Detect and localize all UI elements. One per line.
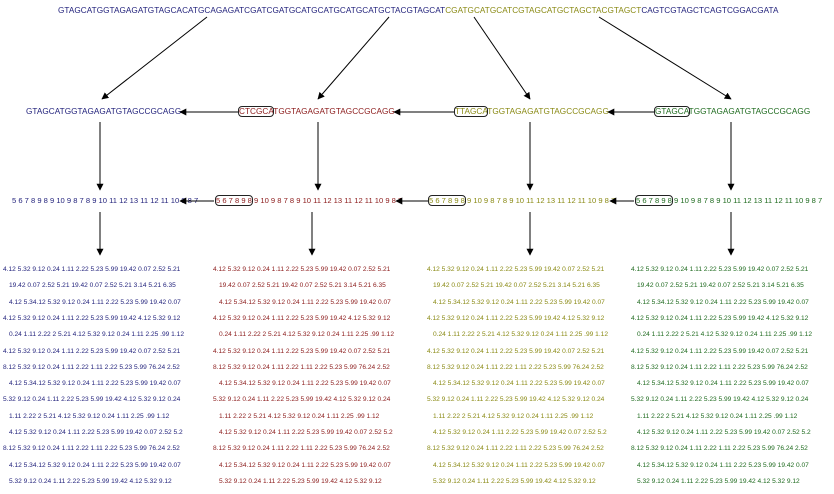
value-row: 1.11 2.22 2 5.21 4.12 5.32 9.12 0.24 1.1…: [637, 412, 798, 420]
value-row: 5.32 9.12 0.24 1.11 2.22 5.23 5.99 19.42…: [427, 396, 605, 404]
value-row: 19.42 0.07 2.52 5.21 19.42 0.07 2.52 5.2…: [433, 282, 600, 290]
value-row: 4.12 5.34.12 5.32 9.12 0.24 1.11 2.22 5.…: [637, 298, 809, 306]
read-4: GTAGCATGGTAGAGATGTAGCCGCAGG: [654, 106, 811, 117]
value-row: 5.32 9.12 0.24 1.11 2.22 5.23 5.99 19.42…: [433, 477, 596, 485]
read-1: GTAGCATGGTAGAGATGTAGCCGCAGG: [26, 107, 181, 117]
value-row: 8.12 5.32 9.12 0.24 1.11 2.22 1.11 2.22 …: [213, 445, 390, 453]
value-row: 4.12 5.34.12 5.32 9.12 0.24 1.11 2.22 5.…: [219, 298, 391, 306]
value-row: 5.32 9.12 0.24 1.11 2.22 5.23 5.99 19.42…: [213, 396, 391, 404]
value-row: 19.42 0.07 2.52 5.21 19.42 0.07 2.52 5.2…: [219, 282, 386, 290]
reference-sequence-part-3: CAGTCGTAGCTCAGTCGGACGATA: [641, 6, 779, 15]
value-row: 4.12 5.32 9.12 0.24 1.11 2.22 5.23 5.99 …: [3, 266, 181, 273]
read-2: CTCGCATGGTAGAGATGTAGCCGCAGG: [237, 106, 395, 117]
value-row: 8.12 5.32 9.12 0.24 1.11 2.22 1.11 2.22 …: [3, 363, 180, 371]
numbers-2-boxed-prefix: 5 6 7 8 9 8: [215, 195, 253, 206]
value-row: 4.12 5.34.12 5.32 9.12 0.24 1.11 2.22 5.…: [9, 380, 181, 388]
value-row: 5.32 9.12 0.24 1.11 2.22 5.23 5.99 19.42…: [631, 396, 809, 404]
numbers-4: 5 6 7 8 9 8 9 10 9 8 7 8 9 10 11 12 13 1…: [635, 195, 823, 206]
read-4-boxed-prefix: GTAGCA: [654, 106, 690, 117]
read-4-sequence: TGGTAGAGATGTAGCCGCAGG: [688, 107, 811, 116]
arrow-ref-to-read-2: [317, 16, 390, 100]
arrow-ref-to-read-4: [598, 16, 732, 100]
numbers-1: 5 6 7 8 9 8 9 10 9 8 7 8 9 10 11 12 13 1…: [12, 196, 198, 206]
value-row: 8.12 5.32 9.12 0.24 1.11 2.22 1.11 2.22 …: [213, 363, 390, 371]
value-row: 4.12 5.32 9.12 0.24 1.11 2.22 5.23 5.99 …: [427, 314, 605, 322]
value-row: 4.12 5.32 9.12 0.24 1.11 2.22 5.23 5.99 …: [9, 429, 183, 436]
value-row: 4.12 5.32 9.12 0.24 1.11 2.22 5.23 5.99 …: [213, 314, 391, 322]
read-3-boxed-prefix: TTAGCA: [453, 106, 489, 117]
numbers-3: 5 6 7 8 9 8 9 10 9 8 7 8 9 10 11 12 13 1…: [428, 195, 616, 206]
reference-sequence-part-1: GTAGCATGGTAGAGATGTAGCACATGCAGAGATCGATCGA…: [58, 6, 446, 15]
value-row: 1.11 2.22 2 5.21 4.12 5.32 9.12 0.24 1.1…: [9, 412, 170, 420]
value-row: 19.42 0.07 2.52 5.21 19.42 0.07 2.52 5.2…: [9, 282, 176, 290]
value-row: 8.12 5.32 9.12 0.24 1.11 2.22 1.11 2.22 …: [427, 445, 604, 453]
arrow-ref-to-read-1: [101, 16, 208, 100]
numbers-4-values: 9 10 9 8 7 8 9 10 11 12 13 11 12 11 10 9…: [674, 196, 823, 205]
value-row: 4.12 5.34.12 5.32 9.12 0.24 1.11 2.22 5.…: [433, 380, 605, 388]
value-row: 5.32 9.12 0.24 1.11 2.22 5.23 5.99 19.42…: [9, 477, 172, 485]
numbers-3-values: 9 10 9 8 7 8 9 10 11 12 13 11 12 11 10 9…: [467, 196, 616, 205]
value-row: 8.12 5.32 9.12 0.24 1.11 2.22 1.11 2.22 …: [427, 363, 604, 371]
value-row: 4.12 5.34.12 5.32 9.12 0.24 1.11 2.22 5.…: [9, 461, 181, 469]
numbers-1-values: 5 6 7 8 9 8 9 10 9 8 7 8 9 10 11 12 13 1…: [12, 196, 199, 205]
value-row: 19.42 0.07 2.52 5.21 19.42 0.07 2.52 5.2…: [637, 282, 804, 290]
value-row: 4.12 5.32 9.12 0.24 1.11 2.22 5.23 5.99 …: [3, 347, 181, 355]
reference-sequence: GTAGCATGGTAGAGATGTAGCACATGCAGAGATCGATCGA…: [58, 6, 779, 16]
value-row: 8.12 5.32 9.12 0.24 1.11 2.22 1.11 2.22 …: [631, 363, 808, 371]
value-row: 4.12 5.32 9.12 0.24 1.11 2.22 5.23 5.99 …: [3, 314, 181, 322]
value-row: 4.12 5.34.12 5.32 9.12 0.24 1.11 2.22 5.…: [219, 380, 391, 388]
value-row: 8.12 5.32 9.12 0.24 1.11 2.22 1.11 2.22 …: [631, 445, 808, 453]
value-row: 4.12 5.34.12 5.32 9.12 0.24 1.11 2.22 5.…: [637, 461, 809, 469]
read-1-sequence: GTAGCATGGTAGAGATGTAGCCGCAGG: [26, 107, 182, 116]
numbers-2-values: 9 10 9 8 7 8 9 10 11 12 13 11 12 11 10 9…: [254, 196, 403, 205]
value-row: 4.12 5.32 9.12 0.24 1.11 2.22 5.23 5.99 …: [213, 347, 391, 355]
read-3-sequence: TGGTAGAGATGTAGCCGCAGG: [487, 107, 609, 116]
value-row: 1.11 2.22 2 5.21 4.12 5.32 9.12 0.24 1.1…: [433, 412, 594, 420]
value-row: 4.12 5.32 9.12 0.24 1.11 2.22 5.23 5.99 …: [631, 314, 809, 322]
value-row: 4.12 5.34.12 5.32 9.12 0.24 1.11 2.22 5.…: [9, 298, 181, 306]
value-row: 4.12 5.32 9.12 0.24 1.11 2.22 5.23 5.99 …: [637, 429, 811, 436]
value-row: 4.12 5.34.12 5.32 9.12 0.24 1.11 2.22 5.…: [433, 461, 605, 469]
value-row: 5.32 9.12 0.24 1.11 2.22 5.23 5.99 19.42…: [637, 477, 800, 485]
value-row: 4.12 5.32 9.12 0.24 1.11 2.22 5.23 5.99 …: [213, 266, 391, 273]
value-row: 4.12 5.32 9.12 0.24 1.11 2.22 5.23 5.99 …: [433, 429, 607, 436]
numbers-2: 5 6 7 8 9 8 9 10 9 8 7 8 9 10 11 12 13 1…: [215, 195, 403, 206]
value-row: 1.11 2.22 2 5.21 4.12 5.32 9.12 0.24 1.1…: [219, 412, 380, 420]
value-row: 4.12 5.34.12 5.32 9.12 0.24 1.11 2.22 5.…: [637, 380, 809, 388]
value-row: 4.12 5.32 9.12 0.24 1.11 2.22 5.23 5.99 …: [427, 347, 605, 355]
reference-sequence-part-2: CGATGCATGCATCGTAGCATGCTAGCTACGTAGCT: [445, 6, 642, 15]
value-row: 0.24 1.11 2.22 2 5.21 4.12 5.32 9.12 0.2…: [433, 331, 609, 339]
read-3: TTAGCATGGTAGAGATGTAGCCGCAGG: [453, 106, 609, 117]
value-row: 4.12 5.34.12 5.32 9.12 0.24 1.11 2.22 5.…: [433, 298, 605, 306]
read-2-sequence: TGGTAGAGATGTAGCCGCAGG: [273, 107, 395, 116]
value-row: 4.12 5.32 9.12 0.24 1.11 2.22 5.23 5.99 …: [427, 266, 605, 273]
value-row: 5.32 9.12 0.24 1.11 2.22 5.23 5.99 19.42…: [3, 396, 181, 404]
value-row: 0.24 1.11 2.22 2 5.21 4.12 5.32 9.12 0.2…: [9, 331, 185, 339]
numbers-3-boxed-prefix: 5 6 7 8 9 8: [428, 195, 466, 206]
value-row: 4.12 5.34.12 5.32 9.12 0.24 1.11 2.22 5.…: [219, 461, 391, 469]
value-row: 4.12 5.32 9.12 0.24 1.11 2.22 5.23 5.99 …: [219, 429, 393, 436]
value-row: 4.12 5.32 9.12 0.24 1.11 2.22 5.23 5.99 …: [631, 266, 809, 273]
value-row: 5.32 9.12 0.24 1.11 2.22 5.23 5.99 19.42…: [219, 477, 382, 485]
value-row: 0.24 1.11 2.22 2 5.21 4.12 5.32 9.12 0.2…: [637, 331, 813, 339]
value-row: 8.12 5.32 9.12 0.24 1.11 2.22 1.11 2.22 …: [3, 445, 180, 453]
value-row: 0.24 1.11 2.22 2 5.21 4.12 5.32 9.12 0.2…: [219, 331, 395, 339]
arrow-ref-to-read-3: [473, 16, 531, 100]
read-2-boxed-prefix: CTCGCA: [237, 106, 275, 117]
value-row: 4.12 5.32 9.12 0.24 1.11 2.22 5.23 5.99 …: [631, 347, 809, 355]
numbers-4-boxed-prefix: 5 6 7 8 9 8: [635, 195, 673, 206]
